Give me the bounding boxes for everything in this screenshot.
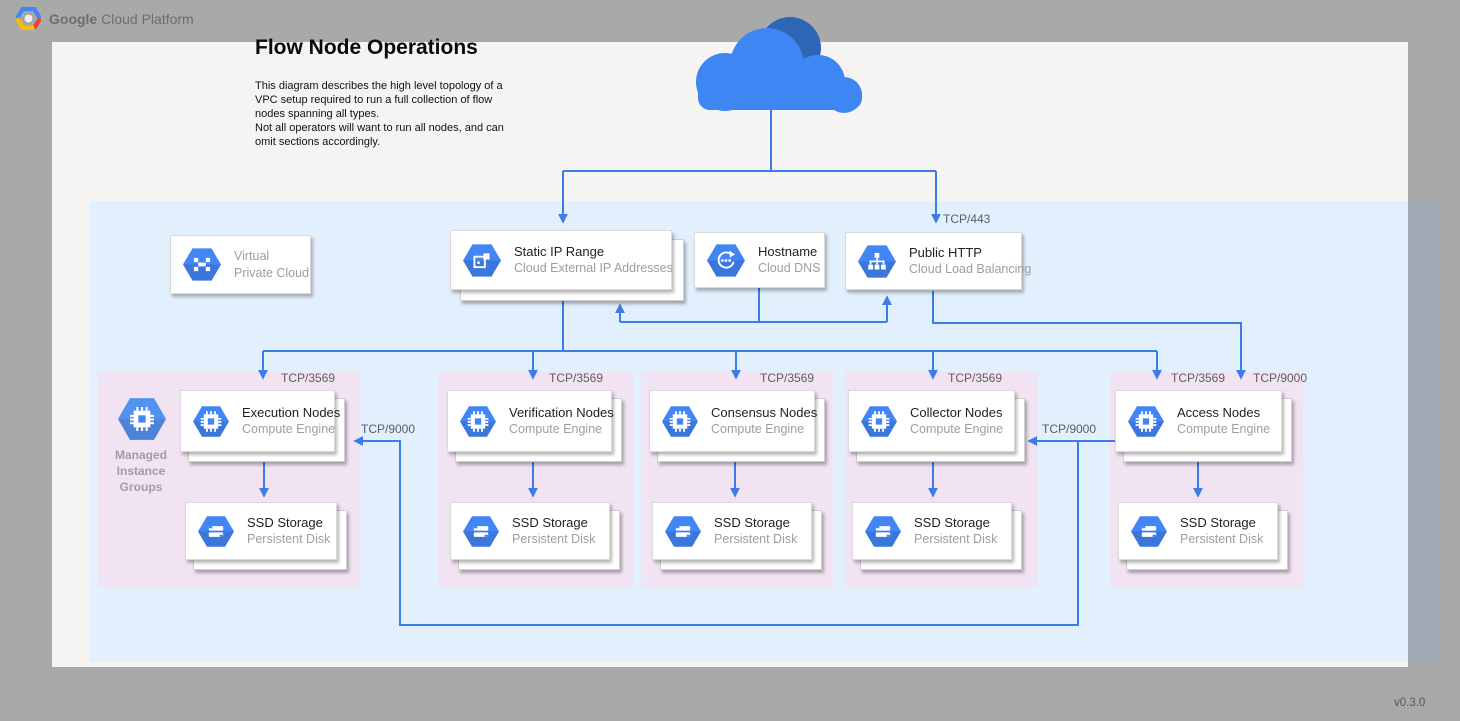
card-hostname: Hostname Cloud DNS	[694, 232, 825, 288]
persistent-disk-icon	[665, 515, 701, 547]
ssd-title: SSD Storage	[247, 515, 323, 531]
card-static-ip-range: Static IP Range Cloud External IP Addres…	[450, 230, 673, 290]
ssd-title: SSD Storage	[714, 515, 790, 531]
card-consensus-ssd: SSD Storage Persistent Disk	[652, 502, 812, 560]
card-collector-ssd: SSD Storage Persistent Disk	[852, 502, 1012, 560]
ssd-subtitle: Persistent Disk	[1180, 532, 1264, 547]
node-title: Access Nodes	[1177, 405, 1261, 421]
logo-cloud-platform: Cloud Platform	[101, 10, 194, 27]
node-subtitle: Compute Engine	[711, 422, 805, 437]
tcp3569-label-verification: TCP/3569	[549, 371, 604, 385]
ssd-title: SSD Storage	[1180, 515, 1256, 531]
node-title: Collector Nodes	[910, 405, 1003, 421]
virtual-private-cloud-icon	[183, 248, 221, 281]
ssd-title: SSD Storage	[914, 515, 990, 531]
ssd-subtitle: Persistent Disk	[512, 532, 596, 547]
ssd-title: SSD Storage	[512, 515, 588, 531]
card-collector-nodes: Collector Nodes Compute Engine	[848, 390, 1015, 452]
card-virtual-private-cloud: Virtual Private Cloud	[170, 235, 311, 294]
compute-engine-icon	[460, 405, 496, 437]
managed-instance-groups-label: Managed Instance Groups	[114, 448, 167, 495]
tcp443-label: TCP/443	[943, 212, 991, 226]
compute-engine-icon	[861, 405, 897, 437]
card-consensus-nodes: Consensus Nodes Compute Engine	[649, 390, 818, 452]
static-ip-subtitle: Cloud External IP Addresses	[514, 261, 673, 276]
compute-engine-icon	[1128, 405, 1164, 437]
static-ip-title: Static IP Range	[514, 244, 605, 260]
compute-engine-icon	[193, 405, 229, 437]
logo-google: Google	[49, 10, 98, 27]
version-label: v0.3.0	[1394, 697, 1426, 709]
ssd-subtitle: Persistent Disk	[247, 532, 331, 547]
tcp3569-label-collector: TCP/3569	[948, 371, 1003, 385]
gcp-logo-hexagon-icon	[16, 7, 41, 30]
google-cloud-platform-logo: Google Cloud Platform	[16, 7, 194, 30]
hostname-subtitle: Cloud DNS	[758, 261, 821, 276]
tcp9000-label-collector-in: TCP/9000	[1042, 422, 1097, 436]
cloud-load-balancing-icon	[858, 244, 896, 278]
card-public-http: Public HTTP Cloud Load Balancing	[845, 232, 1031, 290]
card-verification-nodes: Verification Nodes Compute Engine	[447, 390, 614, 452]
vpc-card-line2: Private Cloud	[234, 265, 310, 280]
logo-wordmark: Google Cloud Platform	[49, 11, 194, 27]
tcp9000-label-access-in: TCP/9000	[1253, 371, 1308, 385]
public-http-subtitle: Cloud Load Balancing	[909, 262, 1032, 277]
internet-cloud-icon	[696, 17, 862, 113]
card-execution-ssd: SSD Storage Persistent Disk	[185, 502, 337, 560]
persistent-disk-icon	[463, 515, 499, 547]
card-verification-ssd: SSD Storage Persistent Disk	[450, 502, 610, 560]
managed-instance-groups-icon	[118, 398, 166, 440]
card-execution-nodes: Execution Nodes Compute Engine	[180, 390, 340, 452]
node-subtitle: Compute Engine	[242, 422, 336, 437]
node-subtitle: Compute Engine	[910, 422, 1004, 437]
diagram-title: Flow Node Operations	[255, 36, 478, 59]
hostname-title: Hostname	[758, 244, 818, 260]
vpc-region-overflow	[1408, 201, 1440, 662]
vpc-card-line1: Virtual	[234, 249, 270, 263]
cloud-dns-icon	[707, 243, 745, 277]
ssd-subtitle: Persistent Disk	[714, 532, 798, 547]
node-title: Execution Nodes	[242, 405, 341, 421]
public-http-title: Public HTTP	[909, 245, 982, 261]
tcp3569-label-execution: TCP/3569	[281, 371, 336, 385]
tcp9000-label-execution-in: TCP/9000	[361, 422, 416, 436]
card-access-nodes: Access Nodes Compute Engine	[1115, 390, 1282, 452]
node-subtitle: Compute Engine	[509, 422, 603, 437]
node-title: Consensus Nodes	[711, 405, 818, 421]
persistent-disk-icon	[198, 515, 234, 547]
tcp3569-label-access: TCP/3569	[1171, 371, 1226, 385]
tcp3569-label-consensus: TCP/3569	[760, 371, 815, 385]
ssd-subtitle: Persistent Disk	[914, 532, 998, 547]
persistent-disk-icon	[865, 515, 901, 547]
node-title: Verification Nodes	[509, 405, 614, 421]
compute-engine-icon	[662, 405, 698, 437]
diagram-description: This diagram describes the high level to…	[255, 80, 504, 149]
card-access-ssd: SSD Storage Persistent Disk	[1118, 502, 1278, 560]
persistent-disk-icon	[1131, 515, 1167, 547]
node-subtitle: Compute Engine	[1177, 422, 1271, 437]
external-ip-icon	[463, 243, 501, 277]
